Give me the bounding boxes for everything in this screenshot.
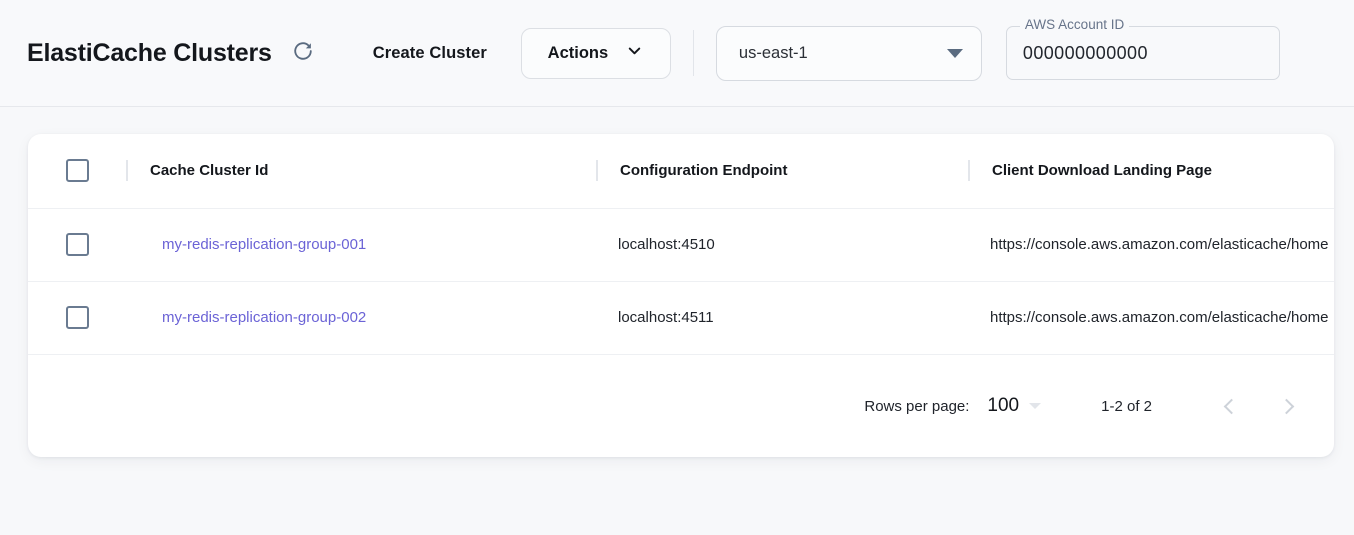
row-select-cell (28, 280, 126, 354)
clusters-table: Cache Cluster Id Configuration Endpoint … (28, 134, 1334, 354)
column-header-config-endpoint[interactable]: Configuration Endpoint (596, 134, 968, 208)
triangle-down-icon (1029, 403, 1042, 409)
cell-config-endpoint: localhost:4511 (596, 280, 968, 354)
aws-account-id-value: 000000000000 (1022, 42, 1148, 63)
triangle-down-icon (946, 48, 963, 58)
row-select-cell (28, 207, 126, 281)
aws-account-id-label: AWS Account ID (1019, 18, 1130, 32)
header-divider (692, 30, 694, 76)
row-checkbox[interactable] (66, 233, 89, 256)
region-select[interactable]: us-east-1 (715, 25, 982, 81)
column-header-label: Configuration Endpoint (620, 162, 788, 180)
refresh-button[interactable] (286, 36, 320, 70)
chevron-right-icon (1278, 398, 1295, 414)
cluster-id-link[interactable]: my-redis-replication-group-002 (162, 308, 367, 326)
landing-page-value: https://console.aws.amazon.com/elasticac… (990, 308, 1329, 326)
column-divider (968, 160, 970, 182)
actions-button-label: Actions (547, 43, 609, 62)
cluster-id-link[interactable]: my-redis-replication-group-001 (162, 235, 367, 253)
chevron-down-icon (625, 41, 644, 65)
config-endpoint-value: localhost:4510 (618, 235, 715, 253)
select-all-cell (28, 134, 126, 208)
column-divider (596, 160, 598, 182)
aws-account-id-field[interactable]: AWS Account ID 000000000000 (1005, 18, 1280, 80)
table-head: Cache Cluster Id Configuration Endpoint … (28, 134, 1334, 208)
app-header: ElastiCache Clusters Create Cluster Acti… (0, 0, 1354, 107)
column-header-label: Client Download Landing Page (992, 162, 1213, 180)
column-divider (126, 160, 128, 182)
rows-per-page-select[interactable]: 100 (987, 395, 1042, 417)
actions-button[interactable]: Actions (520, 27, 671, 79)
page-title: ElastiCache Clusters (27, 38, 272, 67)
next-page-button[interactable] (1266, 384, 1310, 428)
create-cluster-button[interactable]: Create Cluster (372, 43, 487, 62)
rows-per-page-value: 100 (987, 395, 1020, 416)
select-all-checkbox[interactable] (66, 159, 89, 183)
refresh-icon (292, 40, 314, 67)
table-row[interactable]: my-redis-replication-group-002 localhost… (28, 280, 1334, 354)
column-header-label: Cache Cluster Id (150, 162, 269, 180)
rows-per-page-label: Rows per page: (864, 397, 970, 415)
column-header-cluster-id[interactable]: Cache Cluster Id (126, 134, 596, 208)
table-body: my-redis-replication-group-001 localhost… (28, 207, 1334, 354)
row-checkbox[interactable] (66, 306, 89, 330)
pagination-range: 1-2 of 2 (1101, 397, 1152, 415)
pagination-bar: Rows per page: 100 1-2 of 2 (28, 354, 1334, 457)
cell-cluster-id: my-redis-replication-group-002 (126, 280, 596, 354)
column-header-landing-page[interactable]: Client Download Landing Page (968, 134, 1334, 208)
table-row[interactable]: my-redis-replication-group-001 localhost… (28, 207, 1334, 281)
clusters-card: Cache Cluster Id Configuration Endpoint … (28, 134, 1334, 457)
cell-config-endpoint: localhost:4510 (596, 207, 968, 281)
config-endpoint-value: localhost:4511 (618, 308, 714, 326)
chevron-left-icon (1223, 398, 1240, 414)
landing-page-value: https://console.aws.amazon.com/elasticac… (990, 235, 1329, 253)
cell-landing-page: https://console.aws.amazon.com/elasticac… (968, 280, 1334, 354)
cell-cluster-id: my-redis-replication-group-001 (126, 207, 596, 281)
previous-page-button[interactable] (1208, 384, 1252, 428)
cell-landing-page: https://console.aws.amazon.com/elasticac… (968, 207, 1334, 281)
region-select-value: us-east-1 (738, 43, 808, 62)
table-header-row: Cache Cluster Id Configuration Endpoint … (28, 134, 1334, 208)
